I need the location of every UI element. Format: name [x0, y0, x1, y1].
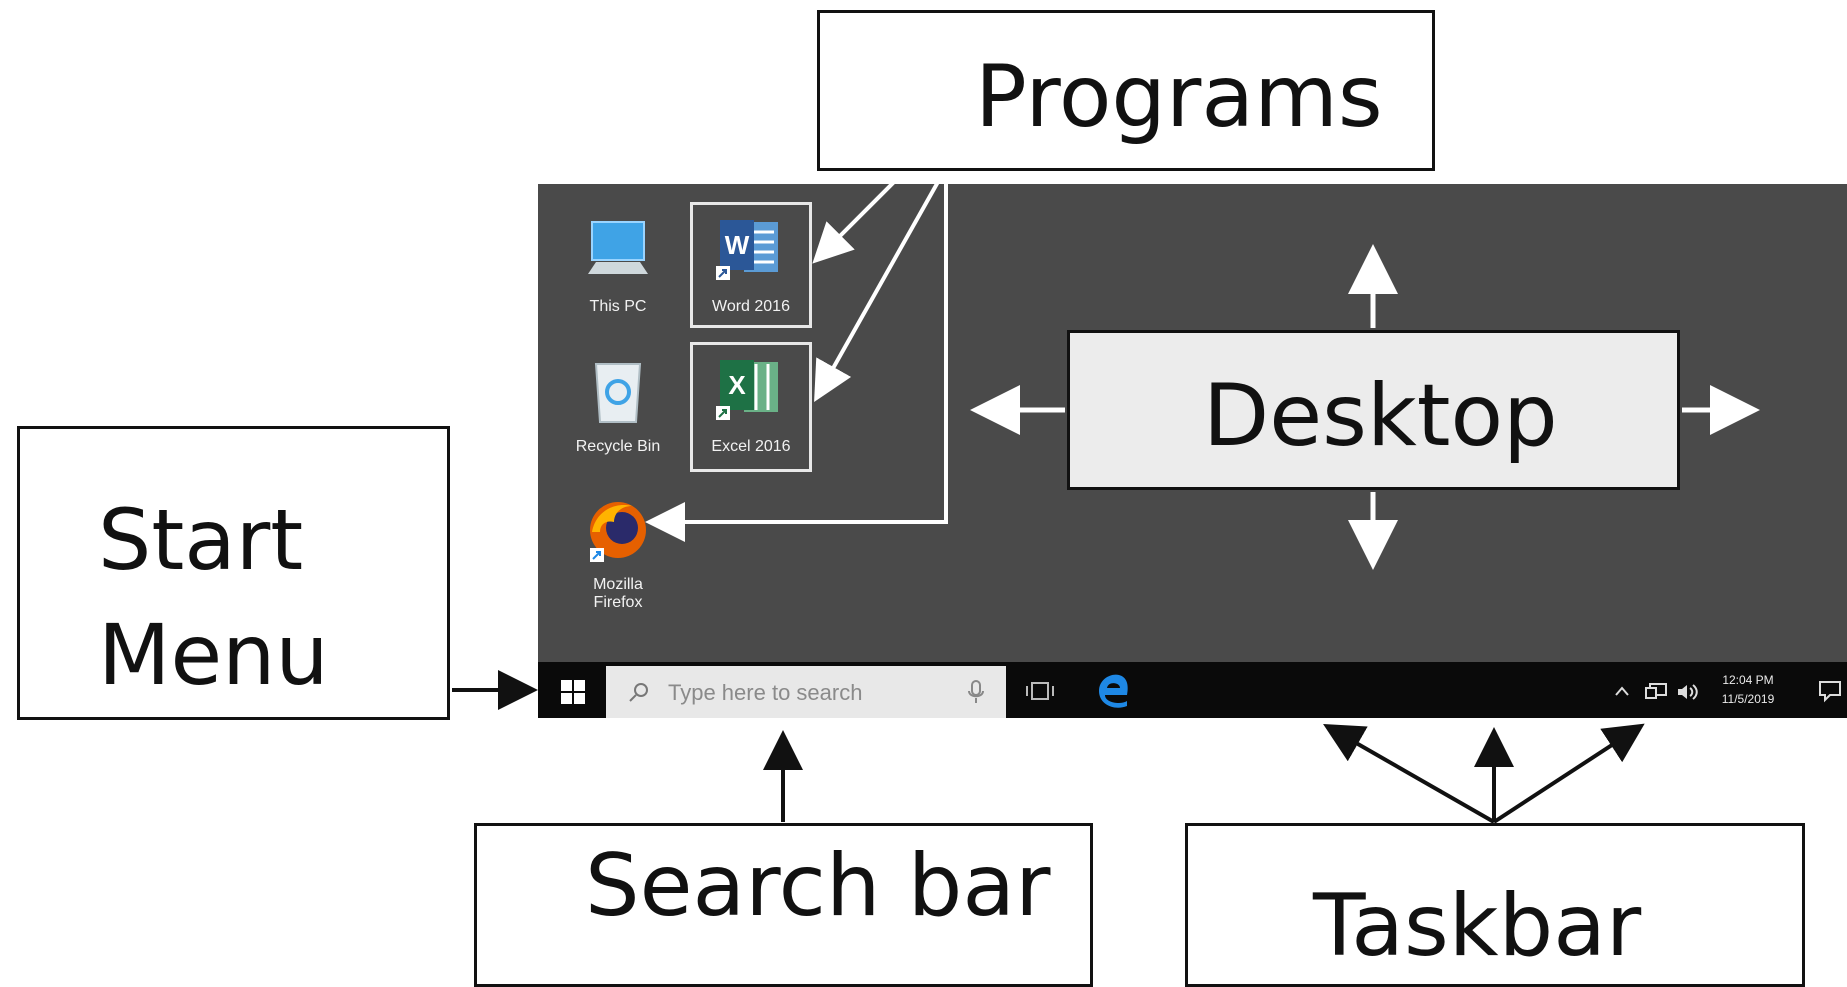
- desktop-icon-excel[interactable]: X Excel 2016: [690, 342, 812, 472]
- windows-logo-icon[interactable]: [561, 680, 585, 704]
- firefox-label-line1: Mozilla: [593, 576, 643, 593]
- callout-start-menu: Start Menu: [17, 426, 450, 720]
- callout-programs: Programs: [817, 10, 1435, 171]
- arrow-to-taskbar-left: [1323, 724, 1495, 824]
- callout-start-menu-label: Start Menu: [98, 491, 329, 704]
- this-pc-label: This PC: [589, 298, 647, 315]
- notifications-icon[interactable]: [1818, 680, 1842, 703]
- excel-label: Excel 2016: [711, 438, 791, 455]
- clock-time[interactable]: 12:04 PM: [1722, 673, 1774, 687]
- callout-search-bar: Search bar: [474, 823, 1093, 987]
- desktop-icon-word[interactable]: W Word 2016: [690, 202, 812, 328]
- microphone-icon[interactable]: [968, 680, 984, 704]
- task-view-icon[interactable]: [1025, 680, 1055, 702]
- callout-taskbar: Taskbar: [1185, 823, 1805, 987]
- callout-desktop-label: Desktop: [1203, 366, 1558, 466]
- svg-text:X: X: [728, 370, 746, 400]
- recycle-bin-label: Recycle Bin: [575, 438, 661, 455]
- desktop-icon-firefox[interactable]: Mozilla Firefox: [570, 492, 666, 622]
- callout-taskbar-label: Taskbar: [1313, 876, 1642, 976]
- desktop-icon-recycle-bin[interactable]: Recycle Bin: [560, 352, 676, 462]
- search-placeholder: Type here to search: [668, 680, 863, 705]
- volume-icon[interactable]: [1676, 682, 1700, 702]
- arrow-to-taskbar-right: [1492, 723, 1645, 824]
- excel-icon: X: [716, 360, 778, 420]
- firefox-label-line2: Firefox: [593, 594, 643, 611]
- callout-search-bar-label: Search bar: [585, 836, 1051, 936]
- word-label: Word 2016: [712, 298, 790, 315]
- callout-programs-label: Programs: [975, 47, 1383, 147]
- word-icon: W: [716, 220, 778, 280]
- desktop-icon-this-pc[interactable]: This PC: [570, 212, 666, 324]
- svg-text:W: W: [725, 230, 750, 260]
- recycle-bin-icon: [594, 363, 642, 423]
- search-icon: [629, 683, 648, 702]
- callout-desktop: Desktop: [1067, 330, 1680, 490]
- clock-date[interactable]: 11/5/2019: [1721, 692, 1775, 706]
- firefox-icon: [590, 502, 646, 562]
- search-input[interactable]: Type here to search: [606, 666, 1006, 718]
- this-pc-icon: [588, 221, 648, 274]
- edge-icon[interactable]: [1097, 673, 1131, 709]
- chevron-up-icon[interactable]: [1614, 685, 1630, 697]
- network-icon[interactable]: [1644, 682, 1668, 702]
